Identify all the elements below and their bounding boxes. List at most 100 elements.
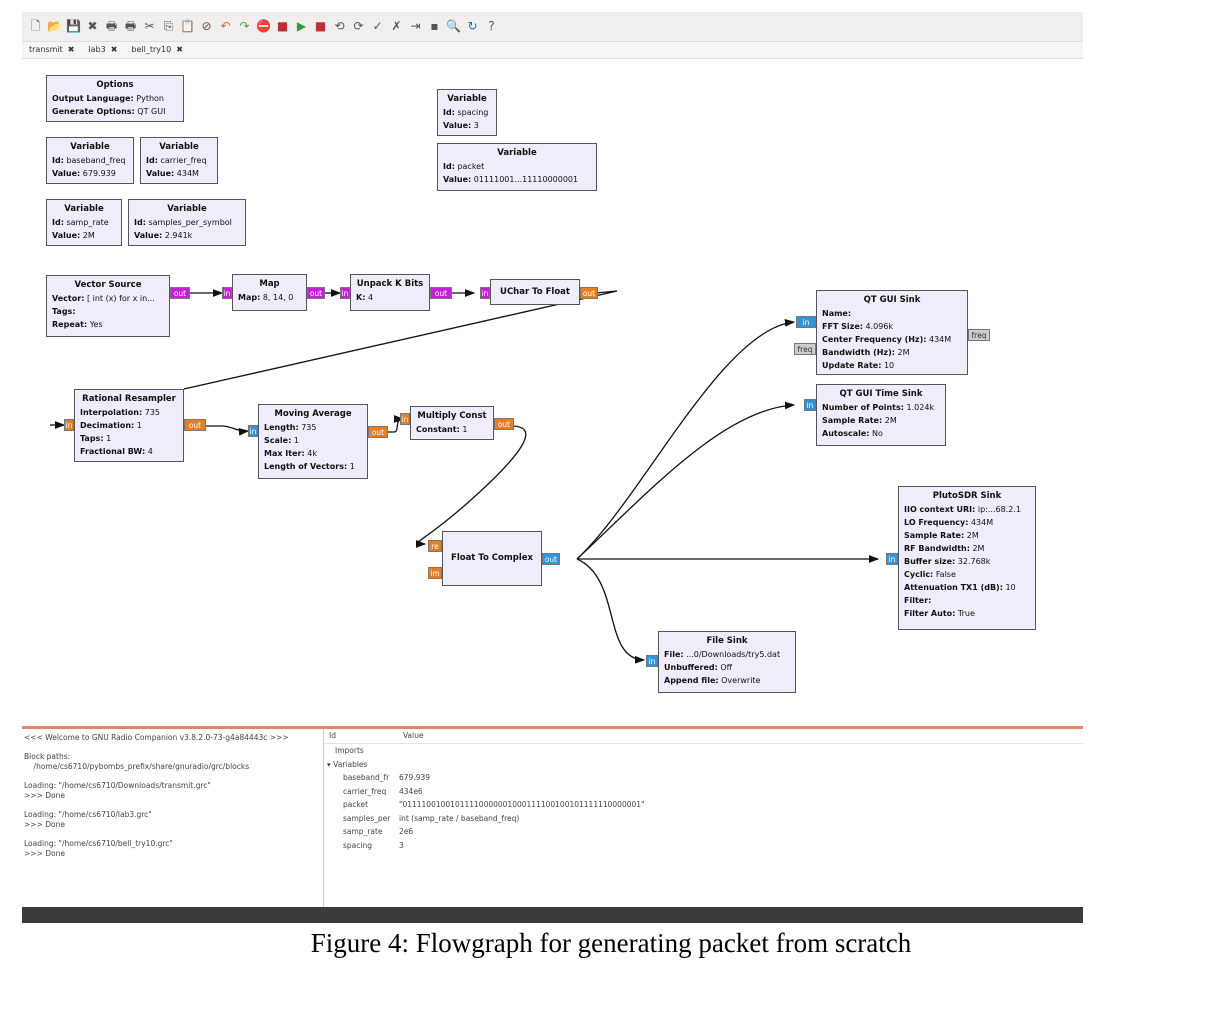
block-moving-average[interactable]: Moving Average Length: 735 Scale: 1 Max … — [258, 404, 368, 479]
port-in[interactable]: in — [222, 287, 232, 299]
port-out[interactable]: out — [170, 287, 190, 299]
find-icon[interactable]: 🔍 — [446, 19, 461, 33]
block-float-to-complex[interactable]: Float To Complex — [442, 531, 542, 586]
stop-icon[interactable]: ■ — [276, 19, 289, 33]
help-icon[interactable]: ? — [488, 19, 495, 33]
block-variable-baseband[interactable]: Variable Id: baseband_freq Value: 679.93… — [46, 137, 134, 184]
port-out[interactable]: out — [542, 553, 560, 565]
block-qt-gui-time-sink[interactable]: QT GUI Time Sink Number of Points: 1.024… — [816, 384, 946, 446]
stop-icon[interactable]: ■ — [314, 19, 327, 33]
wire-mult-f2c — [415, 425, 527, 548]
block-icon[interactable]: ▪ — [430, 19, 439, 33]
save-icon[interactable]: 💾 — [66, 19, 81, 33]
block-variable-spacing[interactable]: Variable Id: spacing Value: 3 — [437, 89, 497, 136]
port-in[interactable]: in — [804, 399, 816, 411]
paste-icon[interactable]: 📋 — [180, 19, 195, 33]
port-in[interactable]: in — [480, 287, 490, 299]
print-icon[interactable]: 🖶 — [124, 19, 137, 33]
param-value: 1 — [462, 425, 468, 434]
param-key: Constant: — [416, 425, 460, 434]
block-options[interactable]: Options Output Language: Python Generate… — [46, 75, 184, 122]
undo-icon[interactable]: ↶ — [220, 19, 231, 33]
close-icon[interactable]: ✖ — [67, 45, 75, 54]
port-im[interactable]: im — [428, 567, 442, 579]
chevron-down-icon[interactable]: ▾ — [327, 759, 334, 769]
param-value: 1 — [349, 462, 355, 471]
run-icon[interactable]: ▶ — [296, 19, 307, 33]
param-key: Id: — [52, 218, 64, 227]
port-out[interactable]: out — [307, 287, 325, 299]
column-header-id[interactable]: Id — [329, 731, 336, 740]
port-in[interactable]: in — [64, 419, 74, 431]
flowgraph-canvas[interactable]: Options Output Language: Python Generate… — [22, 59, 1083, 724]
variables-node[interactable]: ▾ Variables — [325, 758, 1083, 772]
port-in[interactable]: in — [340, 287, 350, 299]
console-line: >>> Done — [24, 849, 65, 858]
block-multiply-const[interactable]: Multiply Const Constant: 1 — [410, 406, 494, 440]
column-header-value[interactable]: Value — [403, 731, 424, 740]
block-rational-resampler[interactable]: Rational Resampler Interpolation: 735 De… — [74, 389, 184, 462]
block-file-sink[interactable]: File Sink File: ...0/Downloads/try5.dat … — [658, 631, 796, 693]
port-out[interactable]: out — [184, 419, 206, 431]
port-in[interactable]: in — [248, 425, 258, 437]
port-re[interactable]: re — [428, 540, 442, 552]
rotate-cw-icon[interactable]: ⟳ — [353, 19, 364, 33]
tab-transmit[interactable]: transmit✖ — [22, 42, 81, 58]
block-vector-source[interactable]: Vector Source Vector: [ int (x) for x in… — [46, 275, 170, 337]
param-key: Id: — [52, 156, 64, 165]
print-icon[interactable]: 🖶 — [105, 19, 118, 33]
disable-icon[interactable]: ✗ — [391, 19, 402, 33]
reload-icon[interactable]: ↻ — [467, 19, 478, 33]
open-icon[interactable]: 📂 — [47, 19, 62, 33]
block-plutosdr-sink[interactable]: PlutoSDR Sink IIO context URI: ip:...68.… — [898, 486, 1036, 630]
port-in[interactable]: in — [796, 316, 816, 328]
console-line: >>> Done — [24, 791, 65, 800]
redo-icon[interactable]: ↷ — [239, 19, 250, 33]
block-map[interactable]: Map Map: 8, 14, 0 — [232, 274, 307, 311]
port-freq[interactable]: freq — [968, 329, 990, 341]
param-value: 4.096k — [865, 322, 894, 331]
param-value: ...0/Downloads/try5.dat — [686, 650, 781, 659]
new-icon[interactable]: 🗋 — [30, 19, 41, 33]
block-variable-carrier[interactable]: Variable Id: carrier_freq Value: 434M — [140, 137, 218, 184]
variable-value: 3 — [399, 840, 404, 850]
port-out[interactable]: out — [580, 287, 598, 299]
pane-splitter[interactable] — [22, 726, 1083, 729]
close-icon[interactable]: ✖ — [87, 19, 98, 33]
block-variable-samp-rate[interactable]: Variable Id: samp_rate Value: 2M — [46, 199, 122, 246]
delete-icon[interactable]: ⊘ — [201, 19, 212, 33]
port-in[interactable]: in — [646, 655, 658, 667]
block-unpack-k-bits[interactable]: Unpack K Bits K: 4 — [350, 274, 430, 311]
copy-icon[interactable]: ⎘ — [163, 19, 174, 33]
param-value: ip:...68.2.1 — [977, 505, 1021, 514]
port-in[interactable]: in — [886, 553, 898, 565]
bypass-icon[interactable]: ⇥ — [410, 19, 421, 33]
port-out[interactable]: out — [494, 418, 514, 430]
port-freq[interactable]: freq — [794, 343, 816, 355]
tab-bell-try10[interactable]: bell_try10✖ — [124, 42, 190, 58]
enable-icon[interactable]: ✓ — [372, 19, 383, 33]
cut-icon[interactable]: ✂ — [144, 19, 155, 33]
tab-lab3[interactable]: lab3✖ — [81, 42, 124, 58]
variable-id: baseband_fr — [343, 773, 390, 782]
block-variable-sps[interactable]: Variable Id: samples_per_symbol Value: 2… — [128, 199, 246, 246]
port-out[interactable]: out — [430, 287, 452, 299]
block-variable-packet[interactable]: Variable Id: packet Value: 01111001...11… — [437, 143, 597, 191]
port-out[interactable]: out — [368, 426, 388, 438]
kill-icon[interactable]: ⛔ — [256, 19, 271, 33]
port-in[interactable]: in — [400, 413, 410, 425]
block-qt-gui-sink[interactable]: QT GUI Sink Name: FFT Size: 4.096k Cente… — [816, 290, 968, 375]
rotate-ccw-icon[interactable]: ⟲ — [334, 19, 345, 33]
param-key: Name: — [822, 309, 852, 318]
block-uchar-to-float[interactable]: UChar To Float — [490, 279, 580, 305]
close-icon[interactable]: ✖ — [176, 45, 183, 54]
imports-node[interactable]: Imports — [325, 744, 1083, 758]
block-title: Map — [259, 279, 280, 289]
close-icon[interactable]: ✖ — [110, 45, 118, 54]
variable-row[interactable]: packet"011110010010111100000010001111001… — [325, 798, 1083, 812]
